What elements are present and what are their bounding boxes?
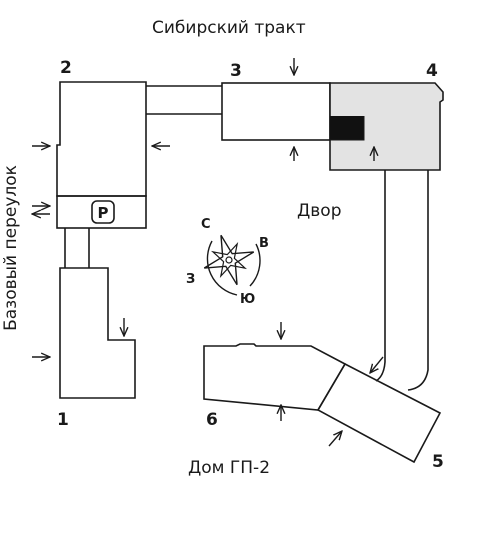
- building-2-outline[interactable]: [56, 81, 147, 197]
- building-6-outline[interactable]: [203, 343, 347, 411]
- building-number-3: 3: [230, 61, 242, 81]
- building-4-inner-line: [330, 116, 365, 141]
- connector-4-5: [375, 170, 429, 391]
- street-label-north: Сибирский тракт: [152, 18, 306, 38]
- building-number-5: 5: [432, 452, 444, 472]
- compass-west-label: З: [186, 272, 196, 287]
- connector-2-1: [64, 228, 90, 268]
- building-number-6: 6: [206, 410, 218, 430]
- building-5-outline[interactable]: [316, 362, 442, 464]
- building-4-black-block: [330, 116, 364, 140]
- compass-rose: [203, 234, 261, 296]
- compass-arc-east: [249, 243, 261, 287]
- entrance-arrow-5-gallery: [370, 356, 384, 373]
- connector-2-3: [146, 85, 222, 115]
- compass-star-main: [203, 234, 255, 286]
- building-4-outline[interactable]: [329, 82, 444, 171]
- building-number-4: 4: [426, 61, 438, 81]
- house-caption: Дом ГП-2: [188, 458, 271, 478]
- compass-south-label: Ю: [240, 292, 256, 307]
- building-number-1: 1: [57, 410, 69, 430]
- building-number-2: 2: [60, 58, 72, 78]
- compass-arc: [206, 240, 238, 296]
- parking-sign-letter: P: [98, 204, 109, 222]
- parking-sign-frame: [91, 200, 115, 224]
- building-3-outline[interactable]: [221, 82, 331, 141]
- compass-north-label: С: [201, 217, 211, 232]
- compass-east-label: В: [259, 236, 269, 251]
- yard-label: Двор: [297, 201, 342, 221]
- street-label-west: Базовый переулок: [1, 165, 21, 331]
- building-1-outline[interactable]: [59, 267, 136, 399]
- compass-star-diagonal: [211, 242, 247, 278]
- entrance-arrow-5-south: [328, 431, 342, 447]
- parking-section: [56, 195, 147, 229]
- compass-center: [225, 256, 233, 264]
